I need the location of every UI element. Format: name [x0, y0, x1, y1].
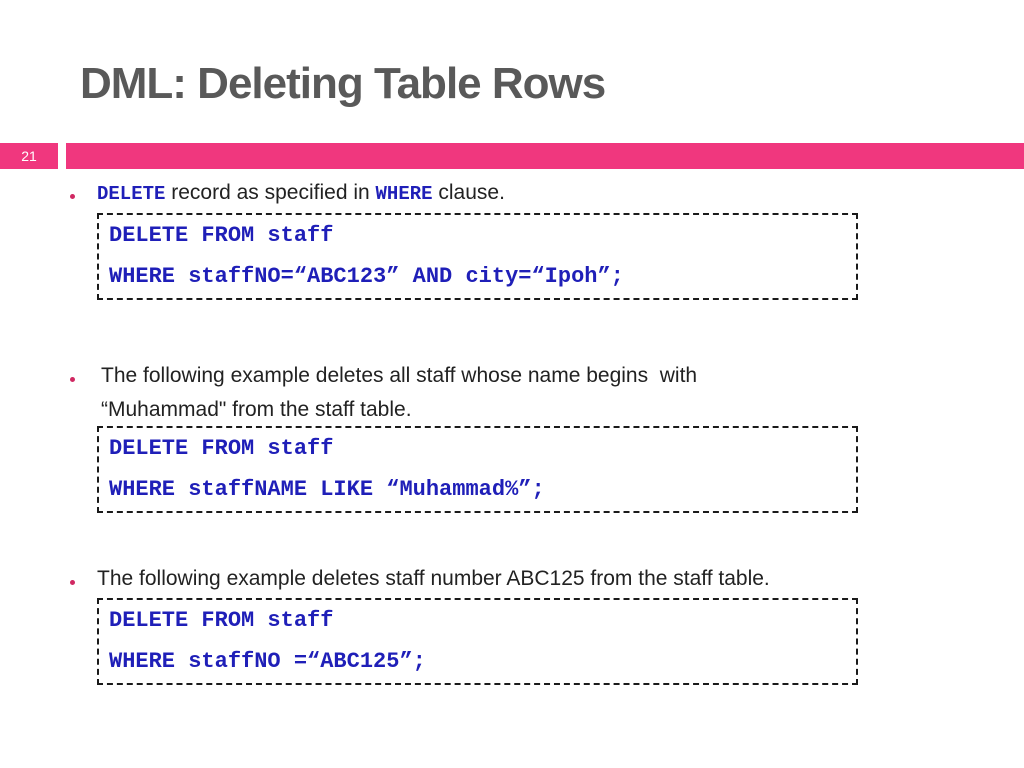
bullet-icon: [70, 194, 75, 199]
code-box-3: DELETE FROM staff WHERE staffNO =“ABC125…: [97, 598, 858, 685]
delete-keyword: DELETE: [97, 183, 166, 205]
bullet-1-text: DELETE record as specified in WHERE clau…: [97, 176, 505, 211]
code-line: DELETE FROM staff: [109, 608, 334, 633]
bullet-1-text-part: record as specified in: [165, 181, 376, 204]
bullet-icon: [70, 580, 75, 585]
bullet-icon: [70, 377, 75, 382]
bullet-2-line-2: “Muhammad" from the staff table.: [101, 398, 412, 421]
where-keyword: WHERE: [375, 183, 433, 205]
code-line: WHERE staffNO =“ABC125”;: [109, 649, 426, 674]
code-line: DELETE FROM staff: [109, 223, 334, 248]
code-box-1: DELETE FROM staff WHERE staffNO=“ABC123”…: [97, 213, 858, 300]
bullet-3-text: The following example deletes staff numb…: [97, 567, 770, 590]
accent-bar: [66, 143, 1024, 169]
slide-title: DML: Deleting Table Rows: [80, 59, 606, 108]
code-line: WHERE staffNO=“ABC123” AND city=“Ipoh”;: [109, 264, 624, 289]
code-box-2: DELETE FROM staff WHERE staffNAME LIKE “…: [97, 426, 858, 513]
code-line: WHERE staffNAME LIKE “Muhammad%”;: [109, 477, 545, 502]
bullet-2-line-1: The following example deletes all staff …: [101, 364, 698, 387]
bullet-1-text-end: clause.: [432, 181, 505, 204]
slide-number-badge: 21: [0, 143, 58, 169]
code-line: DELETE FROM staff: [109, 436, 334, 461]
